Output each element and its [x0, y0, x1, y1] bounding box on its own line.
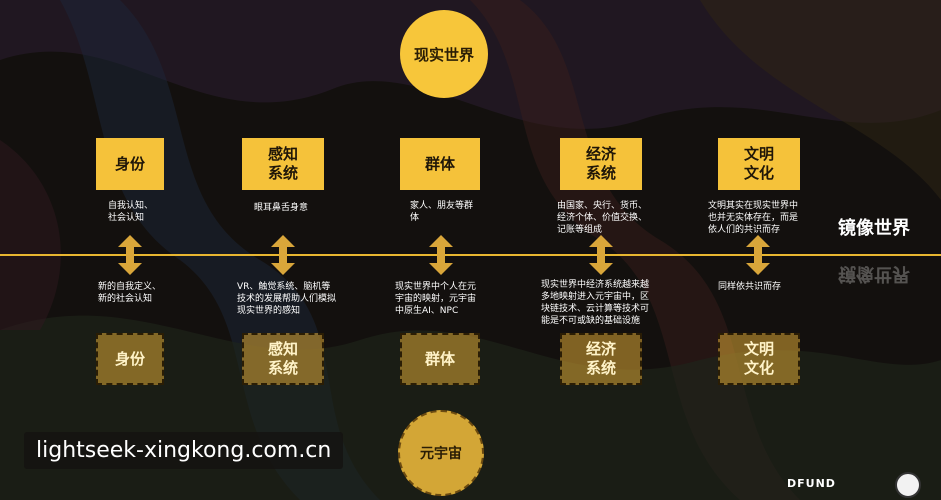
bottom-box-identity: 身份	[96, 333, 164, 385]
bottom-box-civilization: 文明 文化	[718, 333, 800, 385]
mirror-world-label: 镜像世界	[838, 218, 910, 239]
double-arrow-icon	[589, 235, 613, 275]
top-desc-perception: 眼耳鼻舌身意	[254, 203, 309, 213]
top-box-economy: 经济 系统	[560, 138, 642, 190]
top-desc-identity: 自我认知、 社会认知	[108, 201, 154, 224]
real-world-circle: 现实世界	[400, 10, 488, 98]
brand-logo-icon	[895, 472, 921, 498]
mirror-world-reflection: 镜像世界	[838, 263, 910, 284]
bottom-desc-group: 现实世界中个人在元 宇宙的映射，元宇宙 中原生AI、NPC	[395, 282, 477, 317]
top-box-identity: 身份	[96, 138, 164, 190]
mirror-line	[0, 254, 941, 256]
bottom-desc-economy: 现实世界中经济系统越来越 多地映射进入元宇宙中，区 块链技术、云计算等技术可 能…	[541, 280, 650, 327]
metaverse-circle: 元宇宙	[398, 410, 484, 496]
top-box-perception: 感知 系统	[242, 138, 324, 190]
bottom-desc-identity: 新的自我定义、 新的社会认知	[98, 282, 162, 305]
brand-label: DFUND	[787, 477, 836, 490]
double-arrow-icon	[271, 235, 295, 275]
bottom-box-perception: 感知 系统	[242, 333, 324, 385]
top-box-group: 群体	[400, 138, 480, 190]
double-arrow-icon	[118, 235, 142, 275]
top-desc-group: 家人、朋友等群 体	[410, 201, 474, 224]
bottom-desc-perception: VR、触觉系统、脑机等 技术的发展帮助人们模拟 现实世界的感知	[237, 282, 337, 317]
double-arrow-icon	[429, 235, 453, 275]
top-box-civilization: 文明 文化	[718, 138, 800, 190]
watermark: lightseek-xingkong.com.cn	[24, 432, 344, 469]
bottom-box-group: 群体	[400, 333, 480, 385]
double-arrow-icon	[746, 235, 770, 275]
bottom-desc-civilization: 同样依共识而存	[718, 282, 782, 292]
top-desc-economy: 由国家、央行、货币、 经济个体、价值交换、 记账等组成	[557, 201, 648, 236]
top-desc-civilization: 文明其实在现实世界中 也并无实体存在，而是 依人们的共识而存	[708, 201, 799, 236]
bottom-box-economy: 经济 系统	[560, 333, 642, 385]
